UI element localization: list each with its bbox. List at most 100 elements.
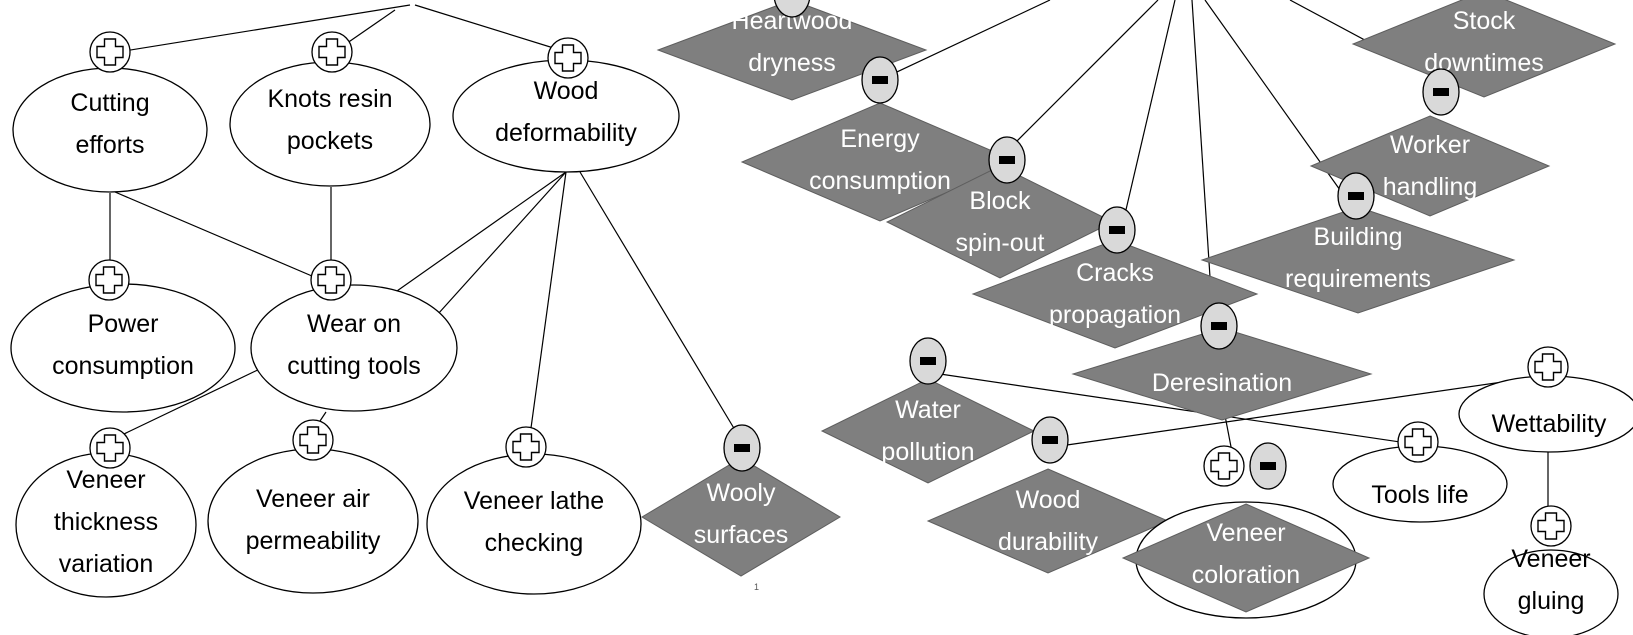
connector-top_right_hub-energy [883, 0, 1051, 79]
node-label: consumption [809, 167, 951, 195]
minus-icon [988, 136, 1026, 184]
node-label: dryness [748, 49, 836, 77]
connector-top_right_hub-cracks [1124, 0, 1176, 215]
node-label: durability [998, 528, 1099, 556]
node-label: efforts [75, 131, 144, 159]
node-label: Wood [534, 77, 599, 105]
node-wear: Wear on cutting tools [250, 284, 458, 412]
node-label: Cutting [70, 89, 149, 117]
minus-icon [909, 337, 947, 385]
connector-top_right_hub-block [1014, 0, 1159, 144]
minus-icon [1200, 302, 1238, 350]
plus-icon [89, 31, 131, 73]
plus-icon [1203, 445, 1245, 487]
node-wettability: Wettability [1458, 375, 1633, 453]
node-label: cutting tools [287, 352, 420, 380]
plus-icon [505, 426, 547, 468]
node-label: consumption [52, 352, 194, 380]
oval-shape [250, 284, 458, 412]
connector-cutting-wear [114, 191, 327, 283]
node-label: gluing [1518, 587, 1585, 615]
diamond-shape [656, 0, 928, 101]
connector-durability-wettability [1059, 377, 1531, 447]
node-knots: Knots resin pockets [229, 61, 431, 187]
node-label: Tools life [1371, 481, 1468, 509]
node-label: Building [1314, 223, 1403, 251]
connector-top_right_hub-deresination [1191, 0, 1213, 309]
node-label: Cracks [1076, 259, 1154, 287]
node-label: Knots resin [267, 85, 392, 113]
node-label: Stock [1453, 7, 1516, 35]
node-block: Block spin-out [885, 165, 1115, 279]
node-label: Power [88, 310, 159, 338]
plus-icon [1530, 505, 1572, 547]
node-label: coloration [1192, 561, 1300, 589]
connector-wooddef-lathe [530, 171, 567, 429]
node-label: variation [59, 550, 154, 578]
node-label: pollution [881, 438, 974, 466]
node-label: Wooly [706, 479, 776, 507]
node-label: permeability [246, 527, 381, 555]
node-wooly: Wooly surfaces [641, 457, 841, 577]
minus-icon [1098, 206, 1136, 254]
diamond-shape [1200, 206, 1516, 314]
node-label: pockets [287, 127, 373, 155]
minus-icon [1422, 68, 1460, 116]
node-label: Block [969, 187, 1031, 215]
node-power: Power consumption [10, 283, 236, 413]
plus-icon [88, 259, 130, 301]
connector-top_left_hub-cutting [117, 4, 411, 53]
connector-wear-thickness [102, 365, 267, 445]
node-label: thickness [54, 508, 158, 536]
node-label: Water [895, 396, 961, 424]
minus-icon [773, 0, 811, 18]
connector-top_right_hub-building [1204, 0, 1341, 191]
node-label: Wettability [1492, 410, 1607, 438]
node-label: Worker [1390, 131, 1470, 159]
node-label: surfaces [694, 521, 788, 549]
node-label: spin-out [956, 229, 1045, 257]
plus-icon [310, 259, 352, 301]
diamond-shape [971, 239, 1259, 349]
plus-icon [1527, 346, 1569, 388]
connector-wooddef-wear-secondary [437, 171, 567, 315]
minus-icon [861, 56, 899, 104]
minus-icon [723, 424, 761, 472]
node-cutting: Cutting efforts [12, 67, 208, 193]
node-water: Water pollution [820, 378, 1036, 484]
oval-shape [1483, 549, 1619, 635]
diamond-shape [1351, 0, 1617, 98]
plus-icon [89, 427, 131, 469]
node-label: deformability [495, 119, 637, 147]
node-deresination: Deresination [1071, 327, 1373, 421]
node-label: Veneer lathe [464, 487, 604, 515]
node-label: Wood [1016, 486, 1081, 514]
diamond-shape [820, 378, 1036, 484]
minus-icon [1249, 442, 1287, 490]
diamond-shape [926, 468, 1170, 574]
minus-icon [1031, 416, 1069, 464]
diamond-shape [885, 165, 1115, 279]
node-building: Building requirements [1200, 206, 1516, 314]
plus-icon [292, 419, 334, 461]
oval-shape [229, 61, 431, 187]
node-label: requirements [1285, 265, 1431, 293]
connector-lines [102, 0, 1549, 506]
node-label: Veneer [66, 466, 145, 494]
node-label: propagation [1049, 301, 1181, 329]
node-durability: Wood durability [926, 468, 1170, 574]
plus-icon [547, 37, 589, 79]
node-label: Wear on [307, 310, 401, 338]
plus-icon [1397, 421, 1439, 463]
oval-shape [207, 448, 419, 594]
oval-shape [10, 283, 236, 413]
effect-badges [88, 0, 1572, 547]
connector-water-toolslife [939, 373, 1401, 443]
connector-wooddef-wear [386, 171, 567, 299]
